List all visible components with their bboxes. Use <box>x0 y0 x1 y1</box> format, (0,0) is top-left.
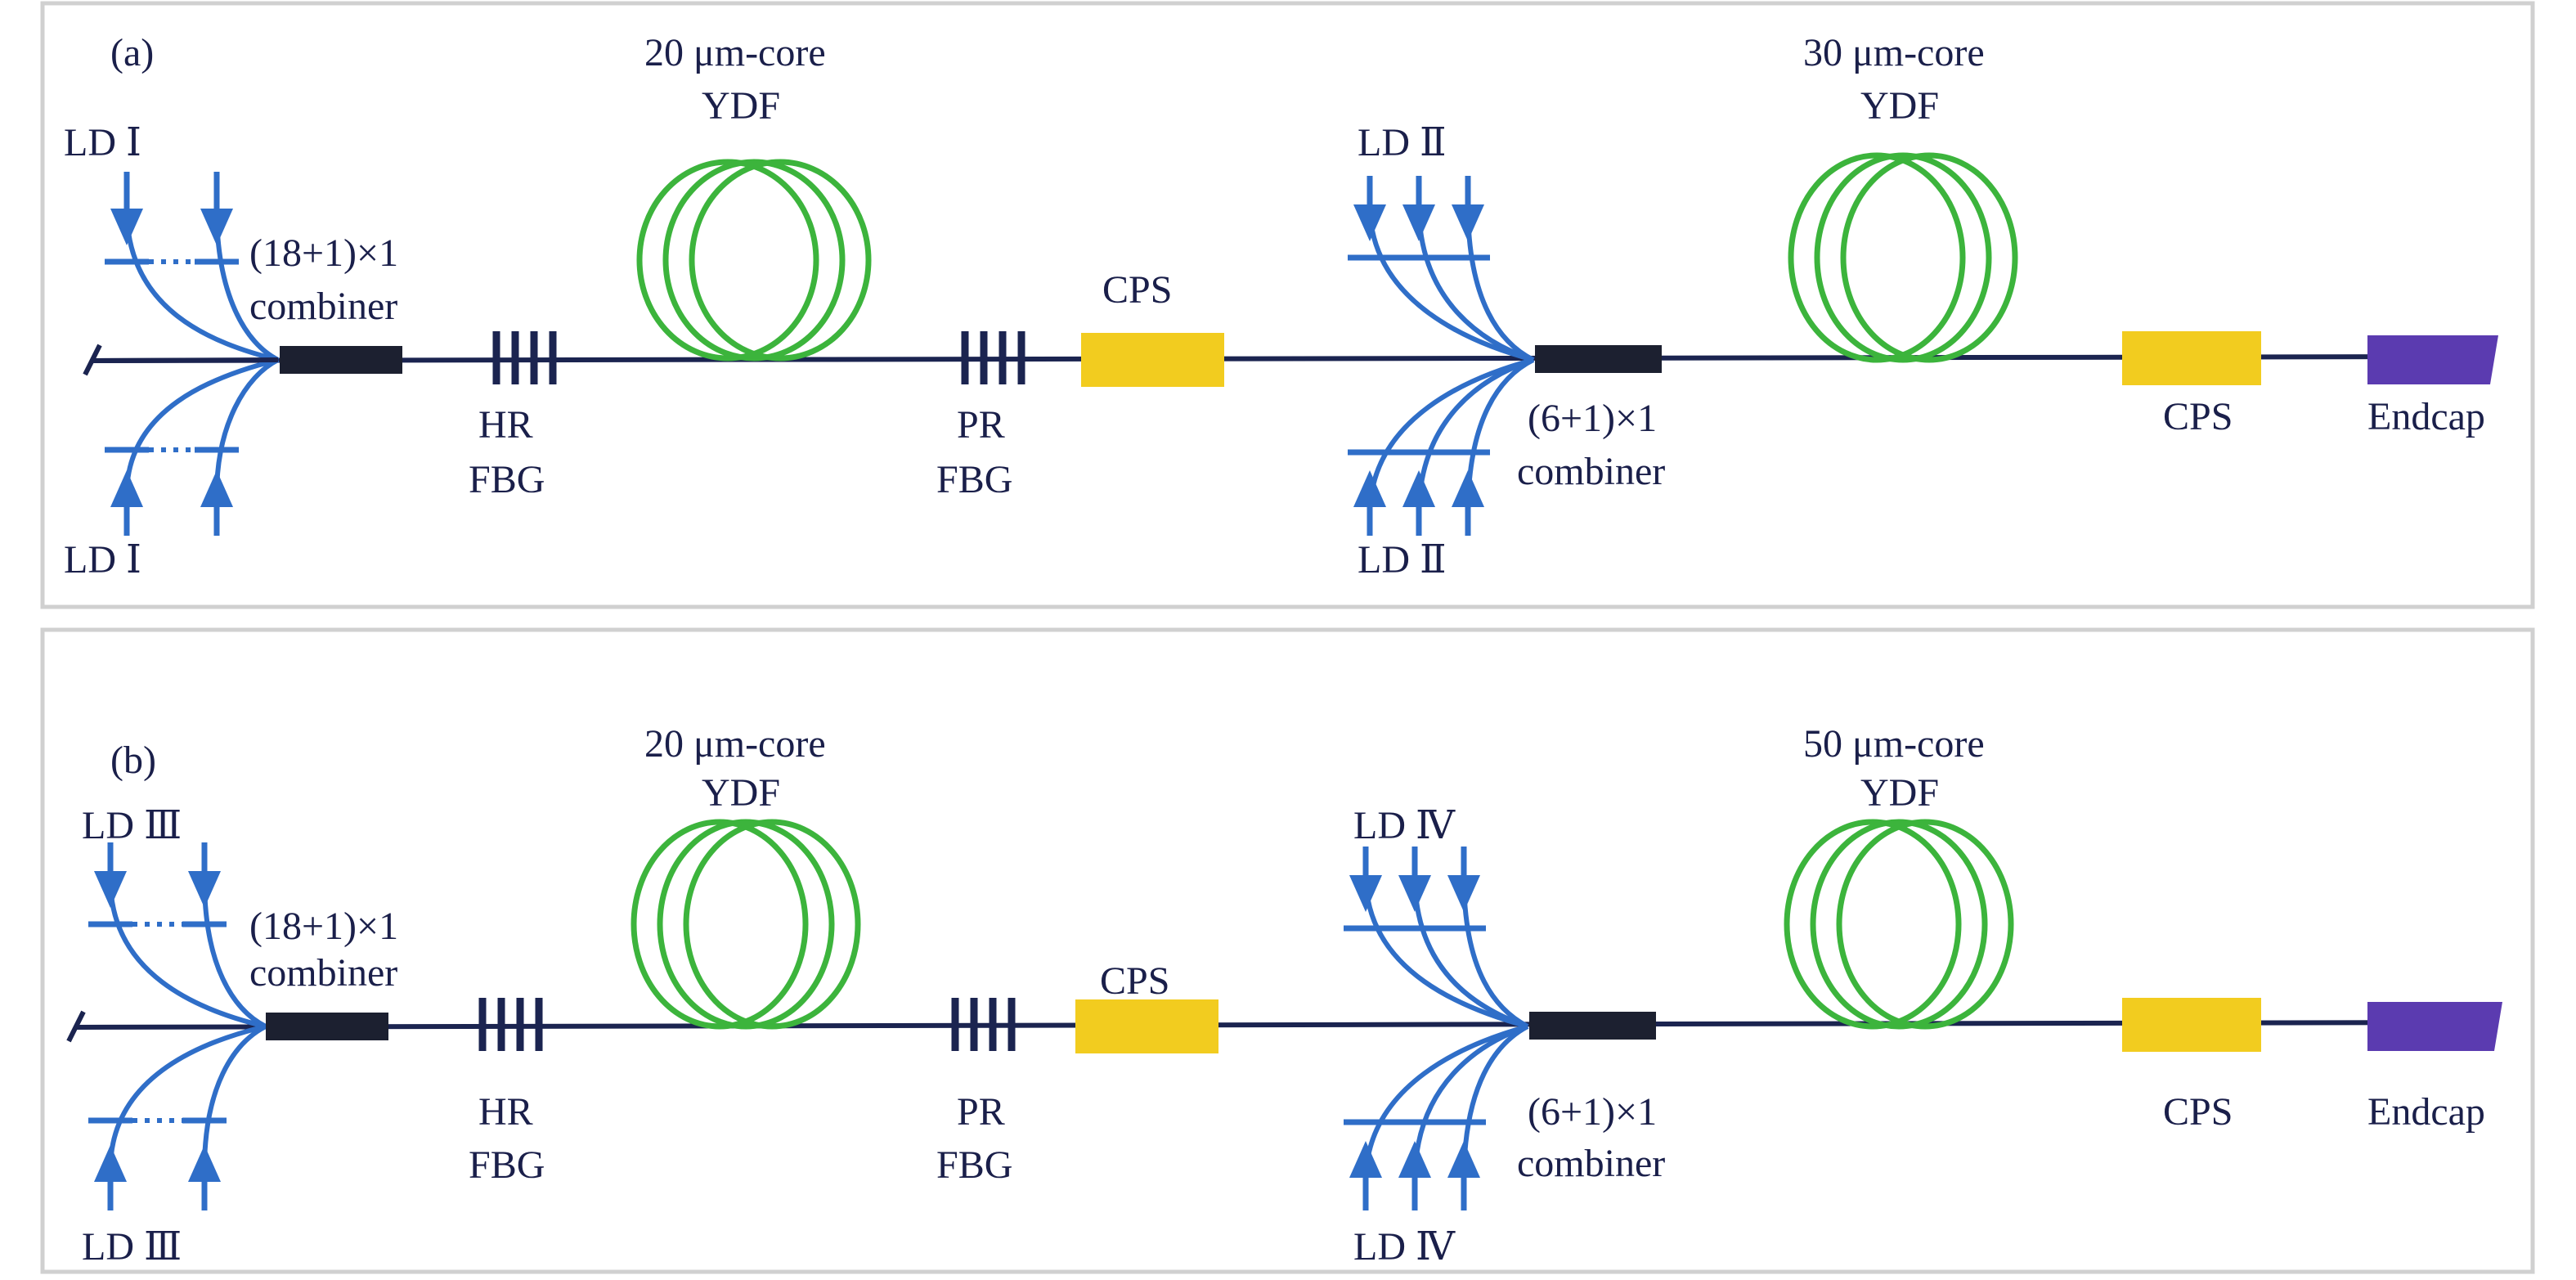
combiner1-label-line1-b: (18+1)×1 <box>249 905 398 948</box>
cps-2 <box>2122 331 2261 385</box>
cps1-label-b: CPS <box>1100 959 1169 1003</box>
combiner2-label-line1: (6+1)×1 <box>1528 397 1657 440</box>
hr-fbg-label-line1-b: HR <box>478 1090 533 1134</box>
hr-fbg-b <box>478 998 543 1051</box>
pump-diodes-left-bottom-b <box>88 1117 227 1210</box>
ld-label-top-right-b: LD Ⅳ <box>1353 804 1456 847</box>
pump-branches-left-b <box>108 878 267 1170</box>
endcap-b <box>2367 1002 2502 1051</box>
ld-label-top-left-b: LD Ⅲ <box>82 804 182 847</box>
panel-b-frame <box>40 627 2535 1274</box>
ld-label-bottom-right-b: LD Ⅳ <box>1353 1225 1456 1269</box>
ydf2-label-line2-b: YDF <box>1860 771 1939 815</box>
ydf-coil-50um-b <box>1784 819 2014 1030</box>
cps-1 <box>1081 333 1224 387</box>
ld-label-bottom-right: LD Ⅱ <box>1358 538 1447 582</box>
combiner-6-1 <box>1535 345 1662 373</box>
pr-fbg-label-line1-b: PR <box>957 1090 1005 1134</box>
combiner1-label-line2-b: combiner <box>249 951 397 995</box>
pr-fbg-label-line1: PR <box>957 403 1005 447</box>
combiner2-label-line1-b: (6+1)×1 <box>1528 1090 1657 1134</box>
pump-diodes-right-top <box>1348 176 1490 261</box>
ydf-coil-20um <box>636 159 872 362</box>
combiner-18-1 <box>280 346 402 374</box>
cps1-label: CPS <box>1102 268 1172 312</box>
pump-diodes-left-bottom <box>105 447 239 536</box>
combiner2-label-line2: combiner <box>1517 450 1665 493</box>
ld-label-top-right: LD Ⅱ <box>1358 121 1447 164</box>
ld-label-bottom-left: LD Ⅰ <box>64 538 141 582</box>
endcap <box>2367 335 2498 384</box>
pr-fbg-label-line2: FBG <box>936 458 1012 501</box>
ydf1-label-line1-b: 20 μm-core <box>644 722 826 766</box>
combiner1-label-line1: (18+1)×1 <box>249 231 398 275</box>
combiner-18-1-b <box>266 1013 388 1040</box>
ld-label-bottom-left-b: LD Ⅲ <box>82 1225 182 1269</box>
panel-b-label: (b) <box>110 739 156 782</box>
cps-1-b <box>1075 999 1218 1053</box>
combiner1-label-line2: combiner <box>249 285 397 328</box>
cps-2-b <box>2122 998 2261 1052</box>
panel-a-label: (a) <box>110 31 154 74</box>
hr-fbg <box>492 331 557 384</box>
ydf-coil-20um-b <box>631 819 861 1030</box>
hr-fbg-label-line2: FBG <box>469 458 545 501</box>
pr-fbg-b <box>951 998 1016 1051</box>
ydf1-label-line1: 20 μm-core <box>644 31 826 74</box>
ld-label-top-left: LD Ⅰ <box>64 121 141 164</box>
panel-b: (b) LD Ⅲ LD Ⅲ <box>40 627 2535 1274</box>
ydf1-label-line2-b: YDF <box>702 771 780 815</box>
pump-diodes-left-top-b <box>88 842 227 927</box>
ydf1-label-line2: YDF <box>702 84 780 128</box>
pump-diodes-right-bottom <box>1348 449 1490 536</box>
ydf2-label-line1: 30 μm-core <box>1803 31 1985 74</box>
ydf2-label-line1-b: 50 μm-core <box>1803 722 1985 766</box>
panel-a-frame <box>40 1 2535 609</box>
pr-fbg <box>961 331 1025 384</box>
combiner-6-1-b <box>1529 1012 1656 1040</box>
main-fiber-b <box>74 1020 2479 1030</box>
pump-diodes-left-top <box>105 172 239 265</box>
pump-diodes-right-top-b <box>1344 847 1486 932</box>
pump-branches-right-b <box>1363 874 1529 1183</box>
hr-fbg-label-line1: HR <box>478 403 533 447</box>
combiner2-label-line2-b: combiner <box>1517 1142 1665 1185</box>
hr-fbg-label-line2-b: FBG <box>469 1143 545 1187</box>
fiber-end-cleave-b <box>66 1010 86 1043</box>
endcap-label-b: Endcap <box>2367 1090 2485 1134</box>
pump-diodes-right-bottom-b <box>1344 1119 1486 1210</box>
main-fiber <box>91 354 2479 363</box>
ydf-coil-30um <box>1788 152 2018 363</box>
ydf2-label-line2: YDF <box>1860 84 1939 128</box>
endcap-label: Endcap <box>2367 395 2485 438</box>
panel-a: (a) LD Ⅰ <box>40 1 2535 609</box>
cps2-label-b: CPS <box>2163 1090 2233 1134</box>
pr-fbg-label-line2-b: FBG <box>936 1143 1012 1187</box>
cps2-label: CPS <box>2163 395 2233 438</box>
